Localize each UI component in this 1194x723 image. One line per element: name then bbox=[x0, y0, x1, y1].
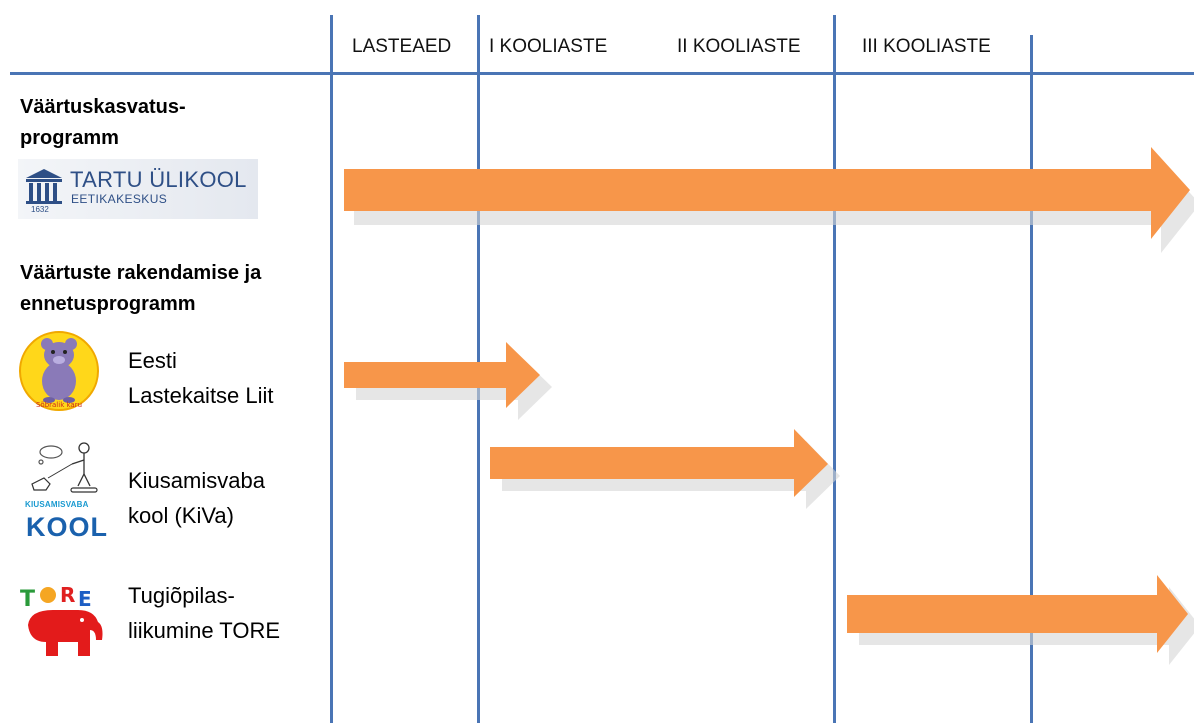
kiva-logo-main: KOOL bbox=[26, 512, 108, 542]
svg-text:E: E bbox=[78, 587, 92, 611]
program-label-line: Lastekaitse Liit bbox=[128, 383, 274, 408]
column-header-iii-kooliaste: III KOOLIASTE bbox=[862, 36, 991, 57]
logo-title: TARTU ÜLIKOOL bbox=[70, 167, 247, 192]
grid-line-vertical bbox=[833, 15, 836, 723]
grid-line-vertical bbox=[330, 15, 333, 723]
bear-caption: Sõbralik karu bbox=[36, 401, 82, 409]
column-header-lasteaed: LASTEAED bbox=[352, 36, 452, 57]
arrow-lastekaitse bbox=[344, 342, 552, 420]
kiva-logo-top: KIUSAMISVABA bbox=[25, 500, 89, 509]
program-label-kiva: Kiusamisvaba kool (KiVa) bbox=[128, 463, 265, 533]
section-title-line: ennetusprogramm bbox=[20, 293, 196, 315]
program-label-tore: Tugiõpilas- liikumine TORE bbox=[128, 578, 280, 648]
section-title-line: Väärtuskasvatus- bbox=[20, 96, 186, 118]
logo-year: 1632 bbox=[31, 205, 49, 214]
column-header-i-kooliaste: I KOOLIASTE bbox=[489, 36, 608, 57]
friendly-bear-logo: Sõbralik karu bbox=[19, 331, 99, 411]
program-label-line: liikumine TORE bbox=[128, 618, 281, 643]
university-building-icon bbox=[26, 169, 62, 204]
section-title-prevention-program: Väärtuste rakendamise ja ennetusprogramm bbox=[20, 258, 261, 320]
header-divider bbox=[10, 72, 1194, 75]
arrow-values-program bbox=[344, 147, 1194, 253]
grid-line-vertical bbox=[1030, 35, 1033, 723]
arrow-tore bbox=[847, 575, 1194, 665]
program-label-line: Tugiõpilas- bbox=[128, 583, 235, 608]
program-label-lastekaitse: Eesti Lastekaitse Liit bbox=[128, 343, 274, 413]
kiva-illustration-icon bbox=[31, 442, 98, 493]
program-label-line: Eesti bbox=[128, 348, 177, 373]
program-label-line: kool (KiVa) bbox=[128, 503, 234, 528]
section-title-line: programm bbox=[20, 127, 119, 149]
section-title-values-program: Väärtuskasvatus- programm bbox=[20, 92, 186, 154]
svg-text:T: T bbox=[20, 587, 35, 612]
program-label-line: Kiusamisvaba bbox=[128, 468, 265, 493]
tore-elephant-logo: T R E TORE bbox=[20, 583, 103, 656]
svg-text:R: R bbox=[60, 583, 75, 607]
logo-subtitle: EETIKAKESKUS bbox=[71, 192, 168, 206]
svg-text:TORE: TORE bbox=[64, 631, 67, 633]
column-header-ii-kooliaste: II KOOLIASTE bbox=[677, 36, 801, 57]
section-title-line: Väärtuste rakendamise ja bbox=[20, 262, 262, 284]
tartu-university-logo: 1632 TARTU ÜLIKOOL EETIKAKESKUS bbox=[18, 159, 258, 219]
arrow-kiva bbox=[490, 429, 840, 509]
